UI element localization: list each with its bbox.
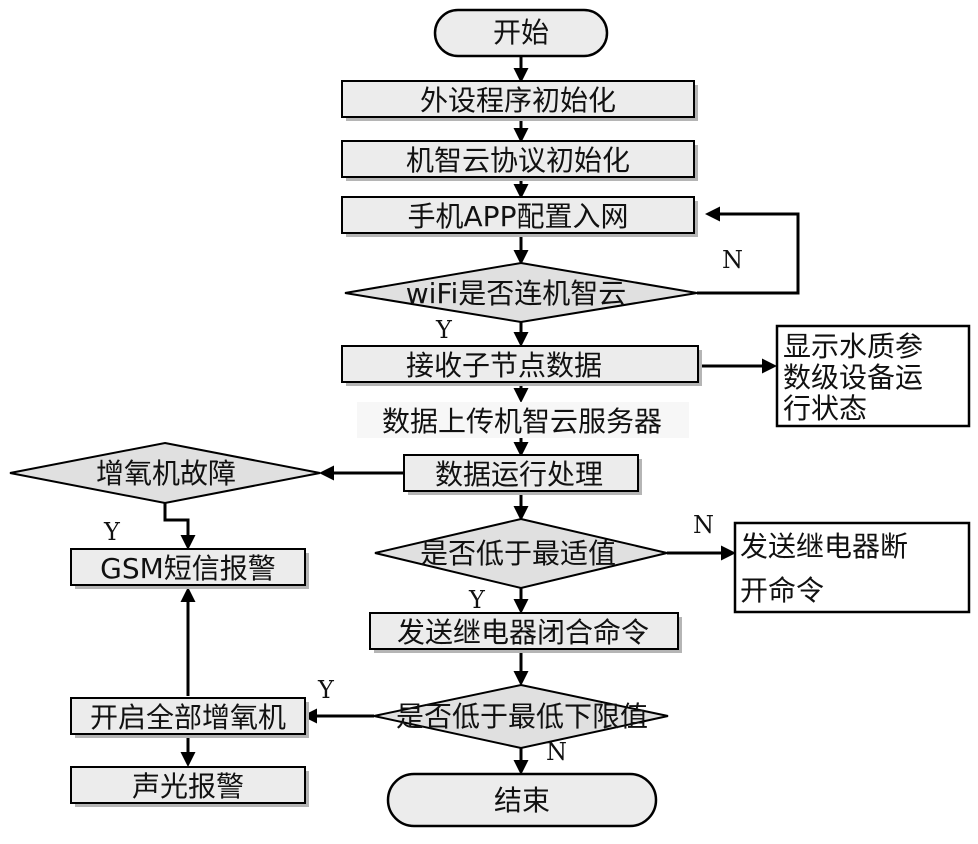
aerator-fault-label: 增氧机故障 [96, 457, 236, 490]
peripheral-init-label: 外设程序初始化 [420, 84, 616, 117]
node-relay-off: 发送继电器断 开命令 [733, 521, 971, 614]
display-status-line-3: 行状态 [783, 392, 867, 425]
node-peripheral-init: 外设程序初始化 [341, 80, 698, 121]
node-aerator-fault: 增氧机故障 [9, 441, 321, 505]
min-yes-label: Y [317, 676, 335, 704]
node-relay-on: 发送继电器闭合命令 [369, 612, 682, 653]
start-all-aerators-label: 开启全部增氧机 [90, 701, 286, 734]
cloud-protocol-init-label: 机智云协议初始化 [406, 144, 630, 177]
node-check-optimal: 是否低于最适值 [374, 517, 668, 590]
check-min-label: 是否低于最低下限值 [396, 700, 648, 733]
relay-on-label: 发送继电器闭合命令 [397, 616, 649, 649]
node-upload-cloud: 数据上传机智云服务器 [357, 402, 689, 438]
node-wifi-check: wiFi是否连机智云 [344, 261, 698, 324]
start-label: 开始 [493, 16, 549, 49]
node-end: 结束 [386, 772, 658, 828]
relay-off-line-1: 发送继电器断 [740, 530, 908, 563]
edge-wifi-no-loop [697, 206, 800, 295]
optimal-no-label: N [693, 511, 714, 539]
check-optimal-label: 是否低于最适值 [420, 537, 616, 570]
node-cloud-protocol-init: 机智云协议初始化 [341, 140, 698, 181]
display-status-line-2: 数级设备运 [783, 361, 923, 394]
data-processing-label: 数据运行处理 [435, 458, 603, 491]
node-gsm-alarm: GSM短信报警 [70, 548, 309, 589]
app-network-config-label: 手机APP配置入网 [408, 200, 629, 233]
upload-cloud-label: 数据上传机智云服务器 [382, 405, 662, 438]
wifi-check-label: wiFi是否连机智云 [406, 277, 627, 310]
node-app-network-config: 手机APP配置入网 [341, 196, 698, 237]
node-receive-node-data: 接收子节点数据 [341, 345, 702, 386]
node-start: 开始 [433, 8, 609, 58]
edges [163, 56, 800, 775]
wifi-no-label: N [722, 246, 743, 274]
min-no-label: N [546, 738, 567, 766]
edge-fault-yes-to-gsm [163, 503, 196, 550]
node-sound-light-alarm: 声光报警 [70, 766, 309, 807]
node-check-min: 是否低于最低下限值 [373, 683, 669, 750]
optimal-yes-label: Y [468, 586, 486, 614]
sound-light-alarm-label: 声光报警 [132, 770, 244, 803]
end-label: 结束 [494, 784, 550, 817]
display-status-line-1: 显示水质参 [783, 330, 923, 363]
receive-node-data-label: 接收子节点数据 [406, 349, 602, 382]
wifi-yes-label: Y [435, 316, 453, 344]
node-data-processing: 数据运行处理 [403, 454, 642, 495]
node-display-status: 显示水质参 数级设备运 行状态 [775, 324, 971, 428]
relay-off-line-2: 开命令 [740, 574, 824, 607]
fault-yes-label: Y [103, 518, 121, 546]
gsm-alarm-label: GSM短信报警 [100, 552, 276, 585]
node-start-all-aerators: 开启全部增氧机 [70, 697, 309, 738]
